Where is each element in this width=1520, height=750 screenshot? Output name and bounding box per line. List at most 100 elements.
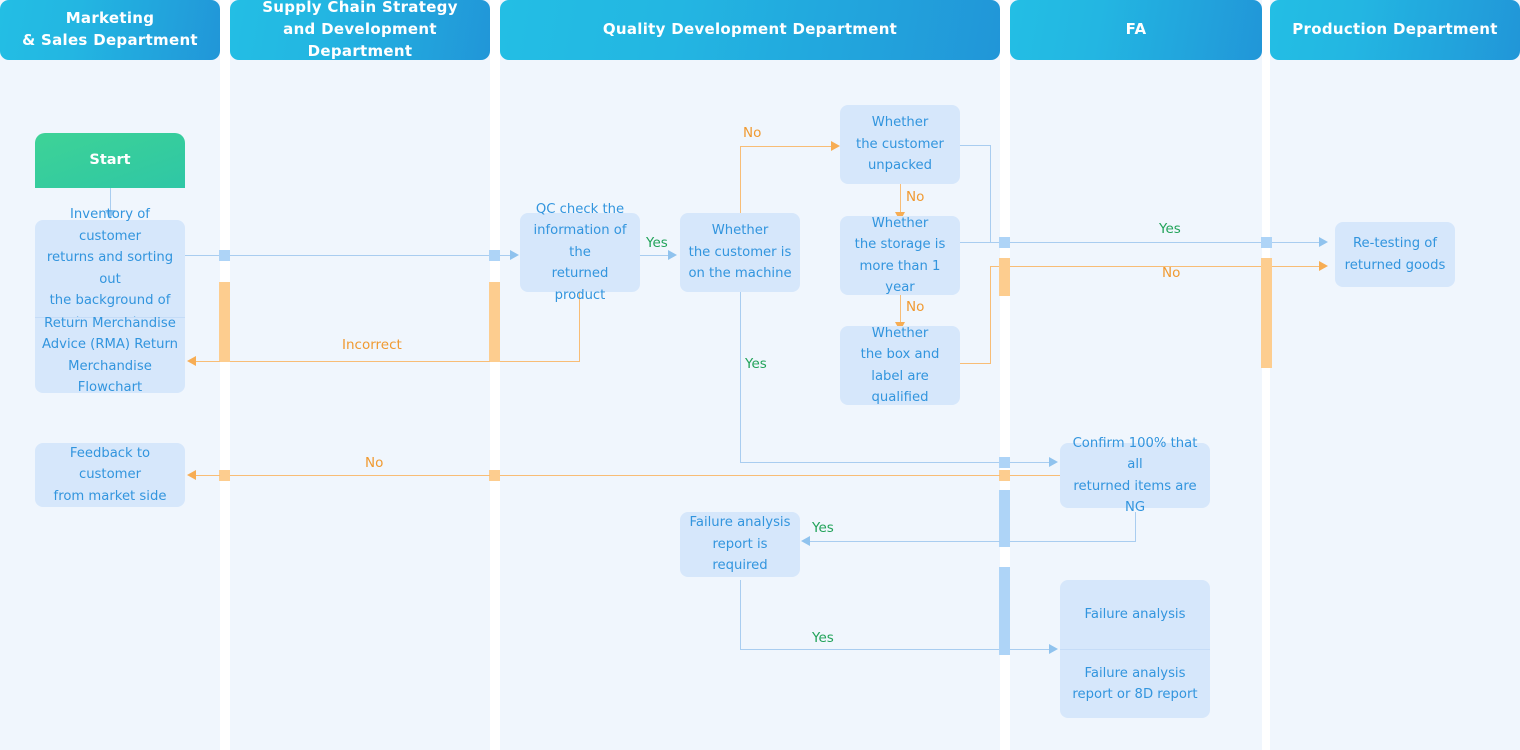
node-label-line2: returned items are NG: [1073, 478, 1197, 516]
node-label-line1: Inventory of customer: [70, 207, 150, 244]
node-label-line3: label are qualified: [871, 368, 929, 406]
swimlane-quality: Quality Development Department: [500, 0, 1000, 750]
node-label-line1: Failure analysis: [1084, 665, 1186, 681]
swimlane-supply: Supply Chain Strategy and Development De…: [230, 0, 490, 750]
edge-start-to-inventory: [110, 188, 111, 212]
swimlane-production: Production Department: [1270, 0, 1520, 750]
edge-storage-yes-h: [958, 242, 1000, 243]
node-failure-analysis[interactable]: Failure analysis: [1060, 580, 1210, 649]
node-label-line2: the customer is: [688, 244, 792, 260]
node-confirm-100-percent-ng[interactable]: Confirm 100% that all returned items are…: [1060, 436, 1210, 515]
node-failure-analysis-report-or-8d[interactable]: Failure analysis report or 8D report: [1060, 649, 1210, 718]
node-retesting-returned-goods[interactable]: Re-testing of returned goods: [1335, 222, 1455, 287]
node-rma-flowchart[interactable]: Return Merchandise Advice (RMA) Return M…: [35, 316, 185, 395]
arrowhead-yes-to-retest: [1319, 236, 1328, 247]
node-label-line3: returned product: [551, 266, 609, 303]
edge-label-incorrect: Incorrect: [342, 337, 402, 353]
arrowhead-machine-no: [831, 140, 840, 151]
node-label-line3: more than 1 year: [859, 258, 941, 296]
lane-gap-bridge: [999, 643, 1010, 655]
node-label-line2: from market side: [53, 488, 167, 504]
node-start[interactable]: Start: [35, 133, 185, 188]
edge-machine-no-v: [740, 146, 741, 218]
edge-yes-to-retest-tail: [1272, 242, 1320, 243]
edge-label-machine-yes: Yes: [745, 356, 767, 372]
node-inventory-of-customer-returns[interactable]: Inventory of customer returns and sortin…: [35, 207, 185, 330]
node-failure-analysis-report-required[interactable]: Failure analysis report is required: [680, 512, 800, 577]
edge-inventory-to-qc-seg3: [500, 255, 511, 256]
edge-inventory-to-qc-seg1: [185, 255, 220, 256]
node-label: Failure analysis: [1084, 606, 1186, 622]
edge-label-unpacked-no: No: [906, 189, 925, 205]
edge-storage-no: [900, 292, 901, 324]
node-qc-check-information[interactable]: QC check the information of the returned…: [520, 202, 640, 303]
node-label-line3: on the machine: [688, 266, 792, 282]
node-label-line1: Whether: [711, 223, 769, 239]
arrowhead-no-to-retest: [1319, 260, 1328, 271]
lane-gap-bridge: [999, 236, 1010, 248]
edge-confirm-yes-h1: [1010, 541, 1136, 542]
edge-far-yes-h2: [1010, 649, 1050, 650]
swimlane-body-supply: [230, 62, 490, 750]
edge-machine-yes-h2: [1010, 462, 1050, 463]
arrowhead-start-to-inventory: [104, 210, 115, 219]
node-label-line1: Feedback to customer: [69, 445, 151, 483]
lane-gap-bridge: [999, 535, 1010, 547]
edge-unpacked-yes-v: [990, 145, 991, 242]
edge-incorrect-seg3: [196, 361, 220, 362]
node-label-line1: Whether: [871, 115, 929, 131]
swimlane-title-line2: and Development Department: [283, 20, 437, 60]
edge-label-far-yes-top: Yes: [812, 520, 834, 536]
node-whether-box-and-label-qualified[interactable]: Whether the box and label are qualified: [840, 326, 960, 405]
edge-qc-to-machine: [640, 255, 669, 256]
swimlane-title-line1: Marketing: [65, 9, 155, 28]
lane-gap-bridge: [219, 249, 230, 261]
node-label-line1: Whether: [871, 215, 929, 231]
arrowhead-incorrect-to-rma: [187, 355, 196, 366]
arrowhead-machine-yes-to-confirm: [1049, 456, 1058, 467]
node-whether-customer-unpacked[interactable]: Whether the customer unpacked: [840, 105, 960, 184]
arrowhead-inventory-to-qc: [510, 249, 519, 260]
node-label-line1: Failure analysis: [689, 515, 791, 531]
edge-incorrect-seg2: [230, 361, 490, 362]
swimlane-title: FA: [1125, 20, 1147, 39]
node-label-line2: the box and: [860, 347, 940, 362]
lane-gap-rail: [999, 567, 1010, 649]
edge-label-storage-no: No: [906, 299, 925, 315]
node-label-line2: report or 8D report: [1072, 687, 1198, 702]
edge-machine-no-h: [740, 146, 832, 147]
edge-no-rail-seg3: [1272, 266, 1320, 267]
node-label-line2: Advice (RMA) Return: [42, 337, 178, 352]
edge-far-yes-v: [740, 580, 741, 649]
swimlane-header-marketing: Marketing & Sales Department: [0, 0, 220, 60]
arrowhead-confirm-yes-to-far: [801, 535, 810, 546]
node-label-line1: Return Merchandise: [44, 315, 176, 331]
node-label: Start: [89, 151, 131, 168]
edge-label-retest-yes: Yes: [1159, 221, 1181, 237]
node-whether-storage-more-than-1-year[interactable]: Whether the storage is more than 1 year: [840, 216, 960, 295]
node-label-line2: the customer: [856, 136, 944, 152]
node-whether-customer-on-machine[interactable]: Whether the customer is on the machine: [680, 213, 800, 292]
node-feedback-to-customer[interactable]: Feedback to customer from market side: [35, 443, 185, 507]
edge-far-yes-h1: [740, 649, 1000, 650]
lane-gap-bridge-orange: [489, 282, 500, 362]
edge-incorrect-seg1: [500, 361, 579, 362]
edge-confirm-no-seg2: [500, 475, 1000, 476]
node-label-line3: the background of: [49, 293, 171, 308]
lane-gap-bridge: [999, 456, 1010, 468]
lane-gap-rail: [999, 490, 1010, 540]
edge-confirm-no-seg1: [1010, 475, 1060, 476]
node-label-line1: Re-testing of: [1352, 236, 1438, 251]
swimlane-body-production: [1270, 62, 1520, 750]
edge-label-machine-no: No: [743, 125, 762, 141]
edge-boxlabel-yes-v: [990, 266, 991, 364]
edge-label-retest-no: No: [1162, 265, 1181, 281]
swimlane-header-production: Production Department: [1270, 0, 1520, 60]
edge-confirm-yes-h2: [810, 541, 1000, 542]
edge-label-far-yes-bottom: Yes: [812, 630, 834, 646]
edge-confirm-yes-v: [1135, 512, 1136, 541]
edge-confirm-no-seg4: [196, 475, 220, 476]
lane-gap-bridge: [1261, 236, 1272, 248]
lane-gap-bridge-orange: [219, 282, 230, 362]
